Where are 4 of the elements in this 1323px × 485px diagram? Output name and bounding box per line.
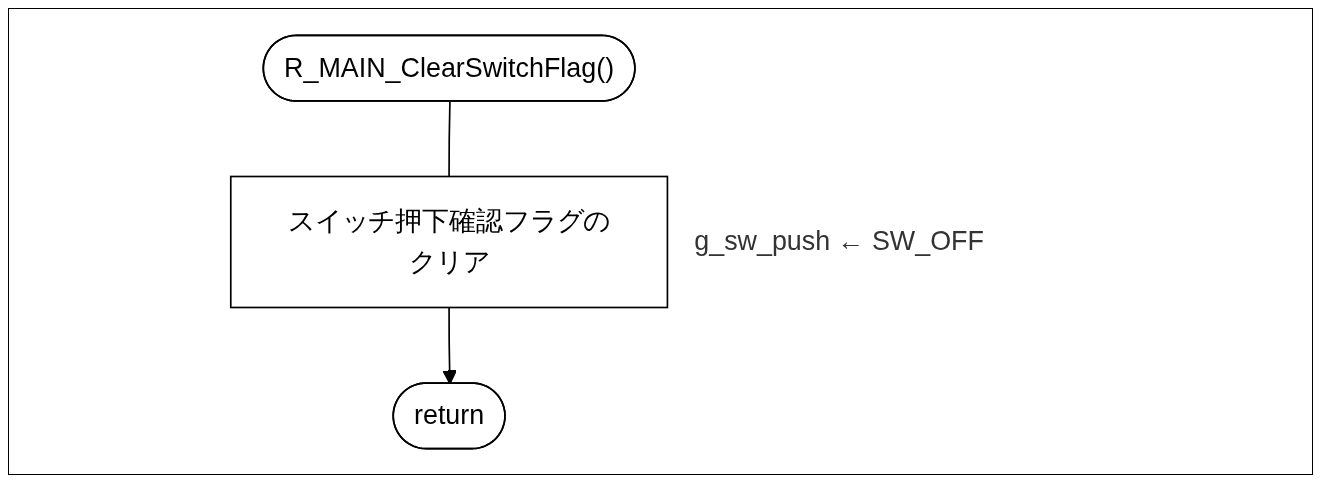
- terminal-oval: return: [392, 381, 506, 449]
- process-box: スイッチ押下確認フラグのクリア: [229, 175, 669, 308]
- terminal-oval: R_MAIN_ClearSwitchFlag(): [262, 34, 636, 102]
- assignment-note: g_sw_push ← SW_OFF: [694, 225, 984, 256]
